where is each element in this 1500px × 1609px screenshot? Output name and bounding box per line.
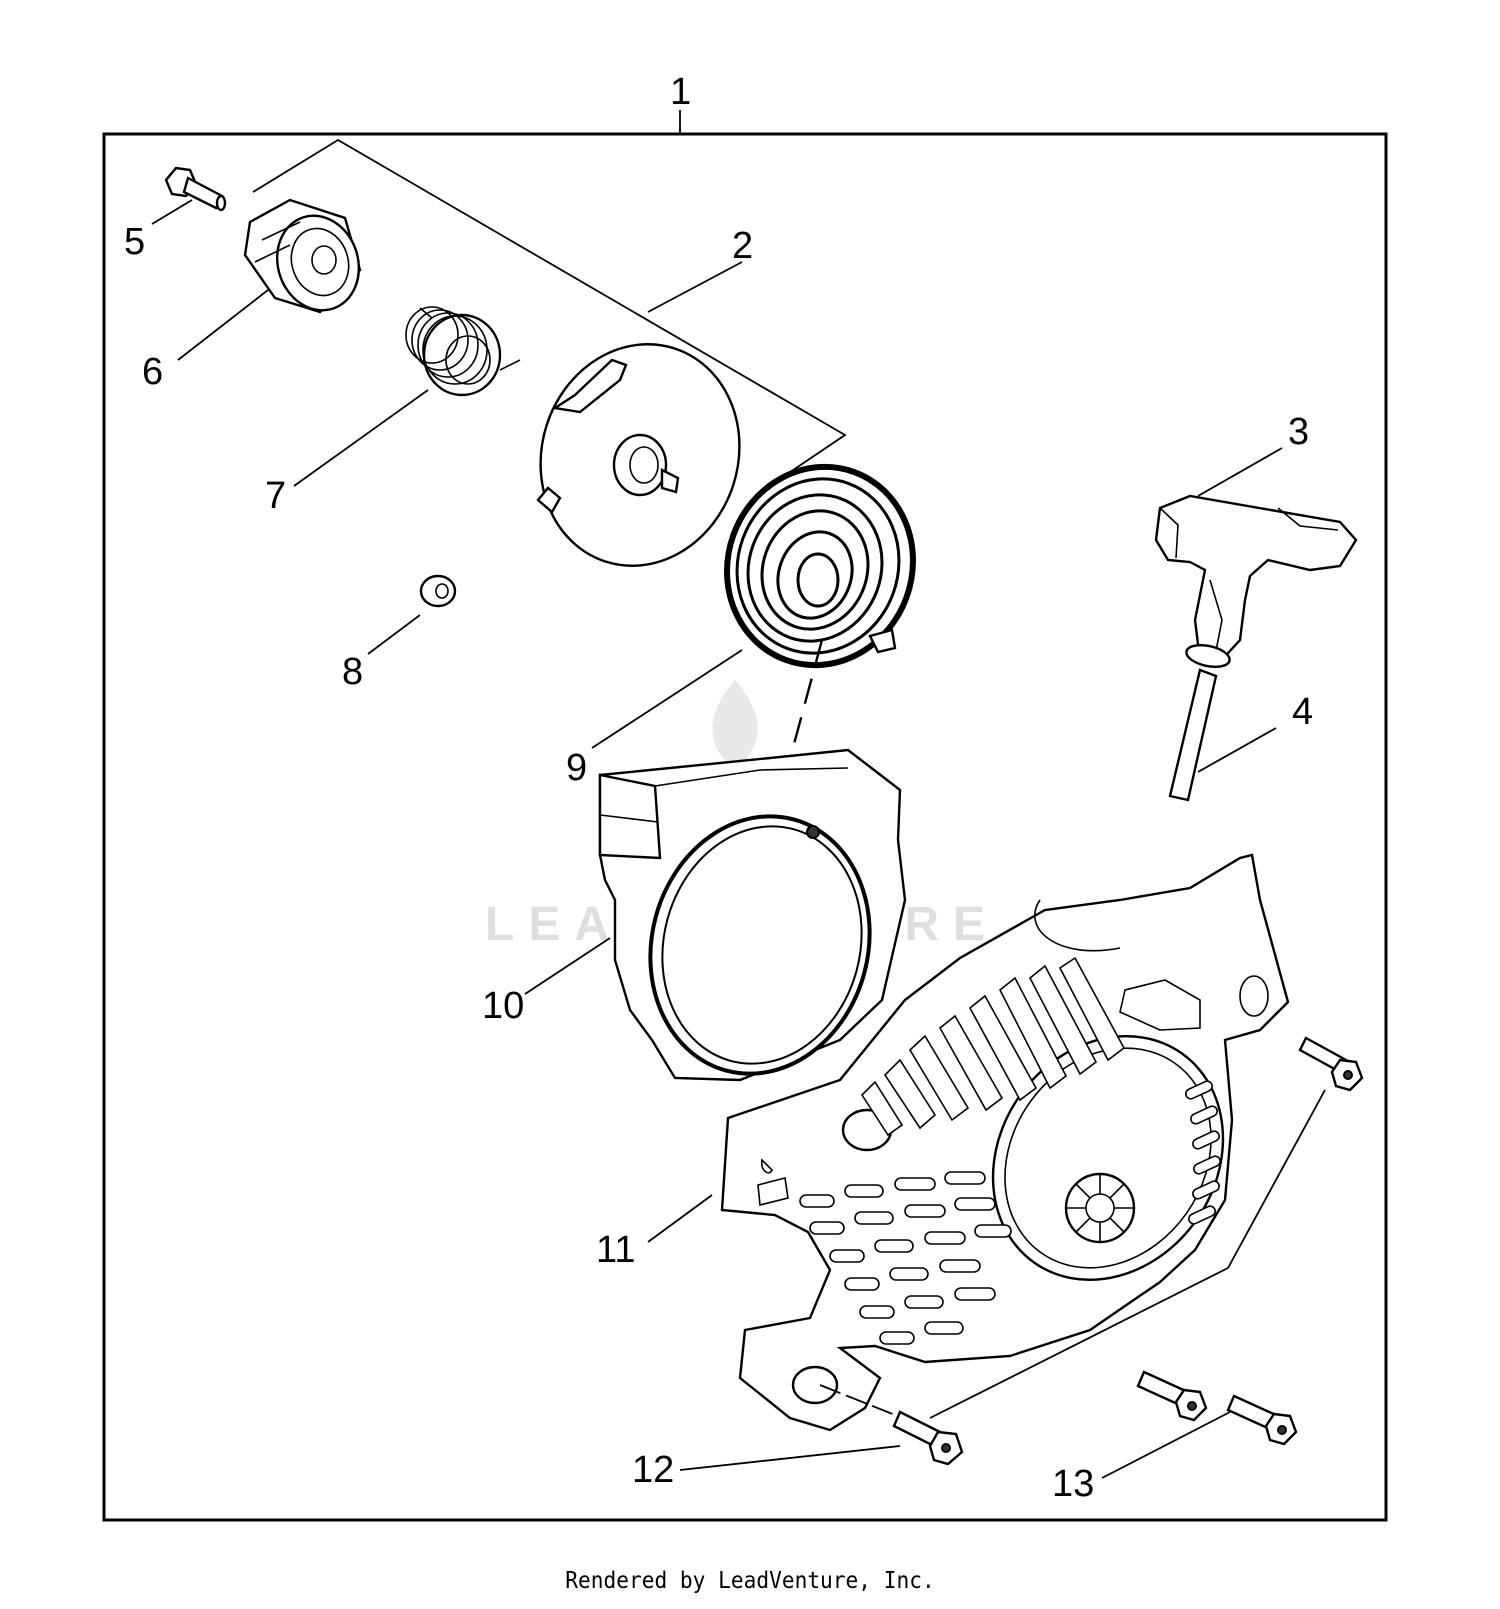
callout-6: 6 bbox=[142, 351, 163, 393]
vent-slots-right bbox=[1185, 1080, 1221, 1225]
part-pulley-hub bbox=[243, 198, 362, 314]
part-screw-pair bbox=[1136, 1370, 1298, 1446]
part-starter-rope bbox=[1168, 668, 1218, 802]
callout-9: 9 bbox=[566, 747, 587, 789]
part-screw-cover-lower bbox=[892, 1410, 964, 1466]
callout-1: 1 bbox=[670, 71, 691, 113]
callout-labels: 1 2 3 4 5 6 7 8 9 10 11 12 13 bbox=[124, 71, 1313, 1505]
callout-5: 5 bbox=[124, 221, 145, 263]
part-screw-cover-upper bbox=[1298, 1036, 1364, 1092]
callout-7: 7 bbox=[265, 475, 286, 517]
leader-line-5 bbox=[151, 199, 193, 225]
callout-10: 10 bbox=[482, 985, 524, 1027]
callout-3: 3 bbox=[1288, 411, 1309, 453]
part-coil-spring bbox=[405, 306, 521, 397]
callout-13: 13 bbox=[1052, 1463, 1094, 1505]
part-recoil-spring bbox=[724, 463, 916, 669]
leader-line-10 bbox=[524, 937, 611, 995]
leader-line-11 bbox=[647, 1194, 713, 1243]
part-pulley-disc bbox=[536, 343, 741, 567]
callout-2: 2 bbox=[732, 225, 753, 267]
part-fan-cover bbox=[720, 853, 1290, 1432]
leader-line-13 bbox=[1101, 1411, 1231, 1479]
part-starter-handle bbox=[1154, 494, 1358, 668]
leader-line-6 bbox=[177, 289, 269, 361]
vent-slots-upper bbox=[860, 956, 1126, 1137]
part-screw bbox=[164, 166, 227, 212]
render-credit: Rendered by LeadVenture, Inc. bbox=[565, 1568, 935, 1594]
leader-line-8 bbox=[367, 614, 421, 655]
leader-line-4 bbox=[1197, 727, 1277, 773]
callout-12: 12 bbox=[632, 1449, 674, 1491]
callout-11: 11 bbox=[596, 1229, 635, 1271]
assembly-frame bbox=[102, 132, 1388, 1522]
leader-line-7 bbox=[293, 389, 429, 487]
subassembly-bracket bbox=[252, 138, 847, 490]
vent-slots-lower bbox=[799, 1171, 1012, 1345]
part-starter-housing bbox=[598, 748, 907, 1082]
part-washer bbox=[419, 574, 457, 608]
callout-8: 8 bbox=[342, 651, 363, 693]
leader-line-9 bbox=[591, 649, 743, 749]
leader-line-12 bbox=[679, 1089, 1326, 1471]
leader-line-3 bbox=[1197, 447, 1283, 497]
callout-4: 4 bbox=[1292, 691, 1313, 733]
